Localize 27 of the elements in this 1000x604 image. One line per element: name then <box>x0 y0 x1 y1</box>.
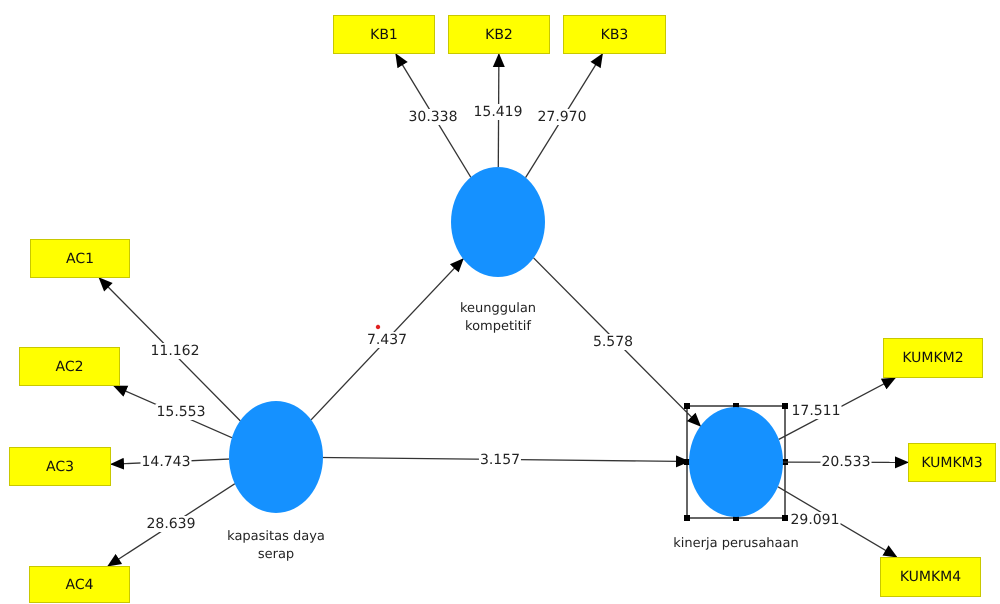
arrow <box>310 258 464 420</box>
arrow <box>525 53 603 178</box>
edge-label: 15.419 <box>472 104 524 120</box>
indicator-box: KUMKM3 <box>908 443 996 482</box>
indicator-box: AC4 <box>29 566 130 603</box>
indicator-box: AC3 <box>9 447 111 486</box>
indicator-box: KUMKM2 <box>883 338 983 378</box>
indicator-box: KB2 <box>448 15 550 54</box>
indicator-box: AC2 <box>19 347 120 386</box>
arrow <box>98 277 241 422</box>
node-label: kinerja perusahaan <box>672 535 800 553</box>
node-label: kapasitas daya serap <box>226 528 326 564</box>
edge-label: 7.437 <box>366 332 408 348</box>
edge-label: 11.162 <box>150 343 200 359</box>
arrow <box>395 53 472 178</box>
edge-label: 27.970 <box>536 109 588 125</box>
node-label: keunggulan kompetitif <box>458 300 538 336</box>
indicator-box: KB3 <box>563 15 666 54</box>
indicator-box: KUMKM4 <box>880 557 981 597</box>
indicator-box: KB1 <box>333 15 435 54</box>
indicator-box: AC1 <box>30 239 130 278</box>
edge-label: 30.338 <box>408 109 458 125</box>
arrow <box>533 257 702 427</box>
edge-label: 17.511 <box>790 403 842 419</box>
edge-label: 5.578 <box>592 334 634 350</box>
edge-label: 28.639 <box>146 516 196 532</box>
edge-label: 15.553 <box>156 404 206 420</box>
